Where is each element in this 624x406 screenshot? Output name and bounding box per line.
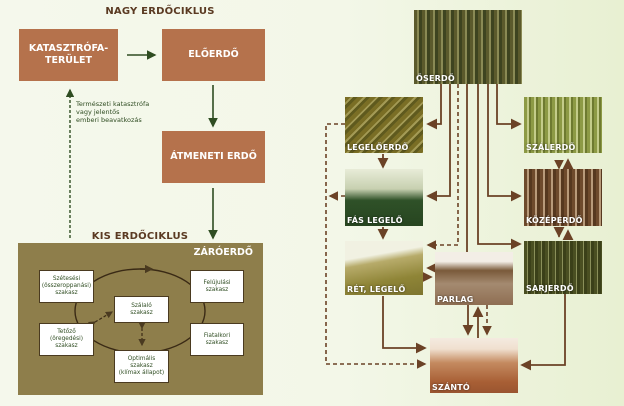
node-szalerdo: SZÁLERDŐ [524, 97, 602, 153]
arrow-tetozo-szalalo [88, 311, 114, 329]
node-kozeperdo-label: KÖZÉPERDŐ [526, 216, 583, 225]
stage-felujulasi: Felújulási szakasz [190, 270, 244, 303]
box-katasztrofa-terulet: KATASZTRÓFA- TERÜLET [19, 29, 118, 81]
disturbance-note: Természeti katasztrófa vagy jelentős emb… [76, 100, 150, 124]
node-sarjerdo-label: SARJERDŐ [526, 284, 574, 293]
node-fas-legelo-label: FÁS LEGELŐ [347, 216, 403, 225]
dashed-legeloerdo-szanto [325, 123, 427, 369]
stage-szetesesi: Szétesési (összeroppanási) szakasz [39, 270, 94, 303]
arrow-oserdo-fas-legelo [426, 84, 451, 202]
dashed-oserdo-ret [426, 84, 459, 250]
stage-fiatalkori: Fiatalkori szakasz [190, 323, 244, 356]
arrow-oserdo-kozeperdo [487, 84, 522, 202]
arrow-ret-szanto [382, 296, 427, 354]
arrow-sarjerdo-szanto [520, 294, 566, 371]
big-cycle-title: NAGY ERDŐCIKLUS [105, 6, 215, 17]
node-sarjerdo: SARJERDŐ [524, 241, 602, 294]
small-cycle-title: KIS ERDŐCIKLUS [91, 231, 189, 242]
stage-tetozo: Tetőző (öregedési) szakasz [39, 323, 94, 356]
box-atmeneti-erdo: ÁTMENETI ERDŐ [162, 131, 265, 183]
stage-optimalis: Optimális szakasz (klímax állapot) [114, 350, 169, 383]
node-fas-legelo: FÁS LEGELŐ [345, 169, 423, 226]
arrow-oserdo-legeloerdo [426, 84, 442, 130]
node-legeloerdo: LEGELŐERDŐ [345, 97, 423, 153]
node-kozeperdo: KÖZÉPERDŐ [524, 169, 602, 226]
arrow-oserdo-sarjerdo [477, 84, 522, 250]
stage-szalalo: Szálaló szakasz [114, 296, 169, 323]
closed-forest-title: ZÁRÓERDŐ [193, 247, 253, 258]
node-szalerdo-label: SZÁLERDŐ [526, 143, 576, 152]
node-oserdo-label: ŐSERDŐ [416, 74, 455, 83]
node-szanto: SZÁNTÓ [430, 338, 518, 393]
node-oserdo: ŐSERDŐ [414, 10, 522, 84]
node-ret-legelo: RÉT, LEGELŐ [345, 241, 423, 295]
node-szanto-label: SZÁNTÓ [432, 383, 470, 392]
box-eloerdo: ELŐERDŐ [162, 29, 265, 81]
arrow-oserdo-szalerdo [496, 84, 522, 130]
node-parlag: PARLAG [435, 252, 513, 305]
node-legeloerdo-label: LEGELŐERDŐ [347, 143, 409, 152]
node-ret-legelo-label: RÉT, LEGELŐ [347, 285, 406, 294]
node-parlag-label: PARLAG [437, 295, 474, 304]
